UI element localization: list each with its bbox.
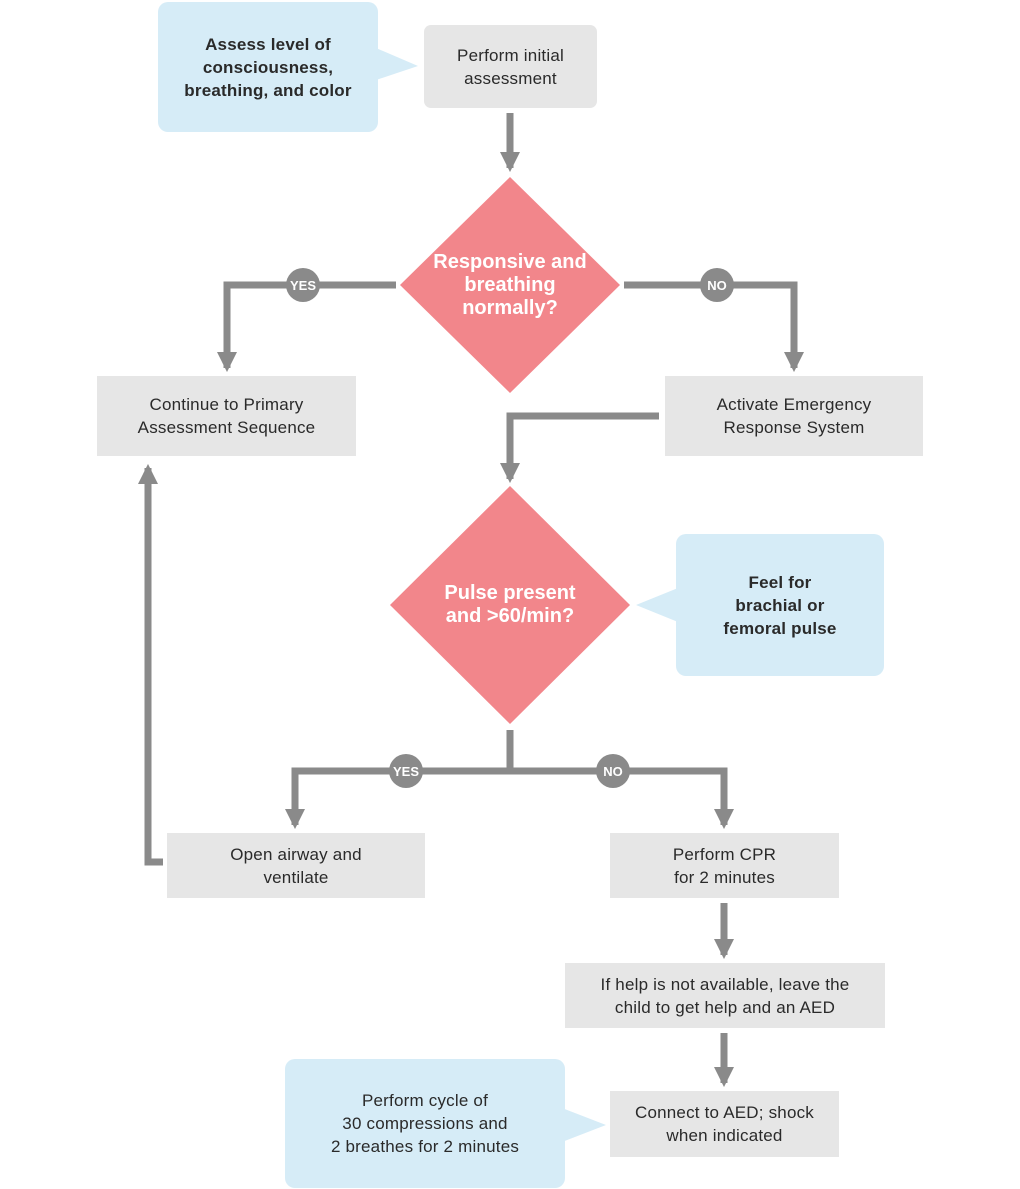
step-activate-ems: Activate Emergency Response System [665,376,923,456]
note-assess-consciousness: Assess level of consciousness, breathing… [158,2,378,132]
badge-no-responsive: NO [700,268,734,302]
note-feel-pulse: Feel for brachial or femoral pulse [676,534,884,676]
badge-yes-responsive: YES [286,268,320,302]
step-connect-aed: Connect to AED; shock when indicated [610,1091,839,1157]
connector-airway-loop [137,463,163,866]
connector-responsive-yes [216,281,396,373]
note-compression-cycle: Perform cycle of 30 compressions and 2 b… [285,1059,565,1188]
step-get-help-aed: If help is not available, leave the chil… [565,963,885,1028]
badge-yes-pulse: YES [389,754,423,788]
callout-pointer-pulse [636,588,678,622]
decision-diamond-pulse [390,486,630,724]
callout-pointer-assess [376,48,418,80]
decision-pulse-present: Pulse present and >60/min? [444,582,576,627]
step-initial-assessment: Perform initial assessment [424,25,597,108]
decision-diamond-responsive [400,177,620,393]
connector-pulse-no [507,767,735,830]
connector-pulse-yes [284,767,513,830]
badge-no-pulse: NO [596,754,630,788]
connector-responsive-no [624,281,805,373]
connector-ems-to-pulse [499,412,659,484]
step-continue-primary-assessment: Continue to Primary Assessment Sequence [97,376,356,456]
step-perform-cpr: Perform CPR for 2 minutes [610,833,839,898]
decision-responsive-breathing: Responsive and breathing normally? [433,250,587,319]
step-open-airway: Open airway and ventilate [167,833,425,898]
callout-pointer-cycle [562,1108,606,1142]
